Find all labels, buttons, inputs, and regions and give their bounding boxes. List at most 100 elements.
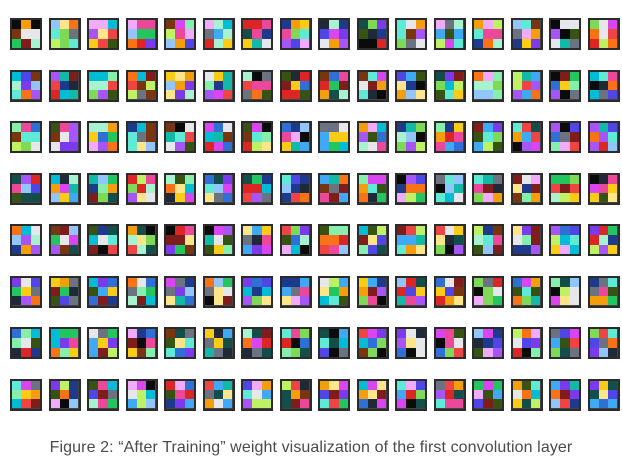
filter-pixel bbox=[415, 174, 425, 184]
filter-pixel bbox=[521, 183, 532, 194]
filter-pixel bbox=[166, 141, 176, 151]
filter-pixel bbox=[166, 174, 176, 184]
filter-pixel bbox=[12, 141, 22, 151]
filter-pixel bbox=[608, 71, 618, 81]
filter-pixel bbox=[435, 338, 445, 348]
filter-pixel bbox=[300, 29, 310, 39]
filter-pixel bbox=[243, 132, 253, 142]
filter-pixel bbox=[444, 38, 455, 48]
filter-pixel bbox=[589, 183, 599, 194]
filter-pixel bbox=[406, 183, 416, 194]
filter-pixel bbox=[252, 141, 262, 151]
filter-pixel bbox=[281, 235, 291, 245]
filter-pixel bbox=[598, 296, 609, 306]
filter-pixel bbox=[12, 338, 22, 348]
conv-filter bbox=[587, 275, 620, 308]
filter-pixel bbox=[243, 286, 253, 297]
filter-pixel bbox=[175, 90, 185, 100]
filter-pixel bbox=[444, 20, 455, 30]
filter-pixel bbox=[560, 174, 570, 184]
filter-pixel bbox=[213, 338, 224, 348]
filter-pixel bbox=[474, 389, 484, 400]
filter-pixel bbox=[551, 277, 561, 287]
filter-pixel bbox=[146, 296, 156, 306]
conv-filter bbox=[48, 275, 81, 308]
conv-filter bbox=[279, 378, 312, 411]
filter-pixel bbox=[252, 29, 262, 39]
filter-pixel bbox=[243, 347, 253, 357]
filter-pixel bbox=[329, 277, 339, 287]
filter-pixel bbox=[89, 38, 99, 48]
filter-pixel bbox=[608, 20, 618, 30]
filter-pixel bbox=[290, 380, 301, 390]
filter-pixel bbox=[89, 277, 99, 287]
filter-pixel bbox=[204, 389, 214, 400]
filter-pixel bbox=[358, 132, 368, 142]
filter-pixel bbox=[444, 123, 455, 133]
filter-pixel bbox=[89, 123, 99, 133]
filter-pixel bbox=[184, 244, 194, 254]
conv-filter bbox=[87, 378, 119, 411]
filter-pixel bbox=[127, 29, 137, 39]
conv-filter bbox=[356, 18, 389, 50]
filter-pixel bbox=[589, 141, 599, 151]
filter-pixel bbox=[454, 20, 464, 30]
filter-pixel bbox=[89, 183, 99, 194]
filter-pixel bbox=[474, 277, 484, 287]
filter-pixel bbox=[569, 38, 579, 48]
filter-pixel bbox=[300, 71, 310, 81]
filter-pixel bbox=[320, 277, 330, 287]
filter-pixel bbox=[551, 123, 561, 133]
filter-pixel bbox=[406, 20, 416, 30]
filter-pixel bbox=[454, 347, 464, 357]
filter-pixel bbox=[175, 277, 185, 287]
filter-pixel bbox=[21, 235, 31, 245]
filter-pixel bbox=[560, 38, 570, 48]
filter-pixel bbox=[252, 226, 262, 236]
filter-pixel bbox=[213, 399, 224, 409]
filter-pixel bbox=[213, 347, 224, 357]
filter-pixel bbox=[59, 244, 70, 254]
filter-pixel bbox=[290, 90, 301, 100]
filter-pixel bbox=[521, 123, 532, 133]
filter-pixel bbox=[560, 71, 570, 81]
conv-filter bbox=[164, 18, 196, 50]
filter-pixel bbox=[50, 80, 60, 91]
filter-pixel bbox=[252, 80, 262, 91]
filter-pixel bbox=[397, 380, 407, 390]
conv-filter bbox=[472, 224, 504, 256]
filter-pixel bbox=[435, 235, 445, 245]
filter-pixel bbox=[50, 38, 60, 48]
filter-pixel bbox=[444, 80, 455, 91]
filter-pixel bbox=[166, 183, 176, 194]
filter-pixel bbox=[21, 399, 31, 409]
filter-pixel bbox=[397, 20, 407, 30]
filter-pixel bbox=[512, 389, 522, 400]
filter-pixel bbox=[290, 244, 301, 254]
filter-pixel bbox=[415, 20, 425, 30]
filter-pixel bbox=[454, 389, 464, 400]
filter-pixel bbox=[89, 226, 99, 236]
filter-pixel bbox=[367, 235, 378, 245]
filter-pixel bbox=[12, 132, 22, 142]
filter-pixel bbox=[589, 90, 599, 100]
filter-pixel bbox=[12, 123, 22, 133]
filter-pixel bbox=[98, 380, 108, 390]
filter-pixel bbox=[107, 80, 117, 91]
filter-pixel bbox=[127, 90, 137, 100]
conv-filter bbox=[279, 121, 312, 153]
filter-pixel bbox=[406, 296, 416, 306]
conv-filter bbox=[241, 18, 273, 50]
filter-pixel bbox=[435, 71, 445, 81]
filter-pixel bbox=[175, 38, 185, 48]
filter-pixel bbox=[569, 183, 579, 194]
filter-pixel bbox=[166, 347, 176, 357]
filter-pixel bbox=[184, 296, 194, 306]
conv-filter bbox=[318, 18, 350, 50]
filter-pixel bbox=[281, 286, 291, 297]
conv-filter bbox=[87, 69, 119, 102]
conv-filter bbox=[549, 275, 581, 308]
filter-pixel bbox=[166, 226, 176, 236]
filter-pixel bbox=[223, 80, 233, 91]
filter-pixel bbox=[213, 235, 224, 245]
